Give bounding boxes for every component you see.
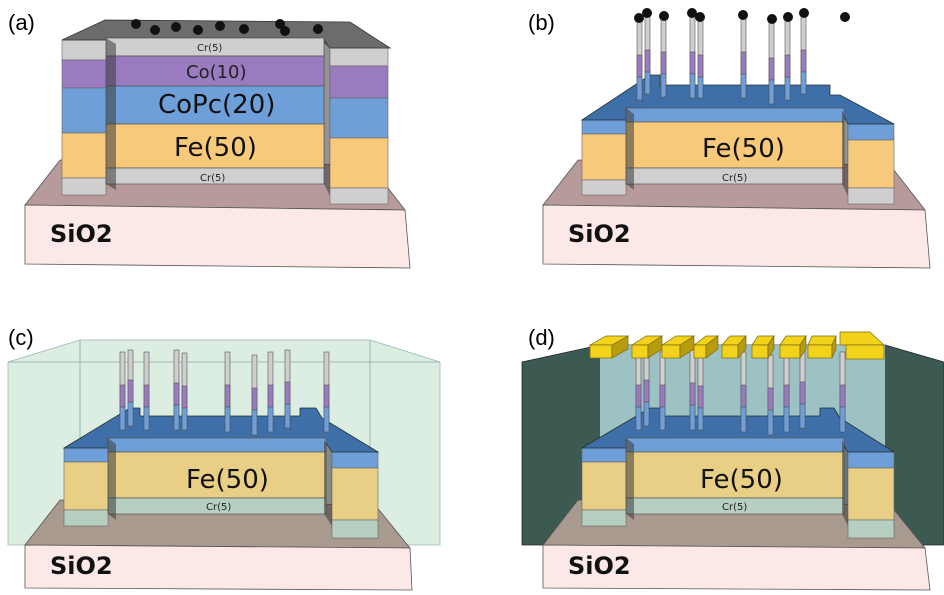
panel-d: (d) SiO2 Fe(50) Cr(5) (521, 325, 944, 591)
panel-a-layer-fe (105, 123, 325, 169)
panel-d-label: (d) (528, 325, 555, 350)
panel-d-cr-text: Cr(5) (722, 502, 747, 513)
panel-a-particles (131, 19, 323, 36)
panel-a-co-text: Co(10) (186, 62, 247, 83)
panel-b-substrate-front (542, 204, 931, 269)
panel-b-cr-text: Cr(5) (722, 173, 747, 184)
panel-b: (b) SiO2 Fe(50) Cr(5) (528, 8, 931, 269)
panel-a-fe-text: Fe(50) (174, 133, 257, 163)
panel-b-substrate-label: SiO2 (568, 220, 631, 248)
panel-d-substrate-label: SiO2 (568, 552, 631, 580)
panel-b-layer-fe (625, 121, 845, 169)
panel-a-label: (a) (8, 10, 35, 35)
panel-c-substrate-label: SiO2 (50, 552, 113, 580)
panel-c-nanowires (119, 349, 330, 436)
panel-d-fe-text: Fe(50) (700, 465, 783, 495)
panel-d-layer-fe (625, 451, 845, 499)
panel-a-substrate-front (24, 204, 411, 269)
panel-a-cr-bottom-text: Cr(5) (200, 173, 225, 184)
panel-b-label: (b) (528, 10, 555, 35)
panel-b-nanowires (634, 8, 850, 105)
panel-c-substrate-front (24, 544, 413, 591)
panel-a-cr-top-text: Cr(5) (197, 43, 222, 54)
panel-d-substrate-front (542, 544, 931, 591)
panel-c: (c) SiO2 Fe(50) Cr(5) (7, 325, 441, 591)
panel-c-cr-text: Cr(5) (206, 502, 231, 513)
panel-c-label: (c) (8, 325, 34, 350)
panel-c-fe-text: Fe(50) (186, 465, 269, 495)
panel-b-fe-text: Fe(50) (702, 134, 785, 164)
panel-a-substrate-label: SiO2 (50, 220, 113, 248)
panel-a: (a) SiO2 Cr(5) Co(10) CoPc(20) Fe(50) Cr… (8, 10, 411, 269)
panel-d-contacts (588, 331, 885, 360)
panel-a-copc-text: CoPc(20) (158, 90, 275, 120)
